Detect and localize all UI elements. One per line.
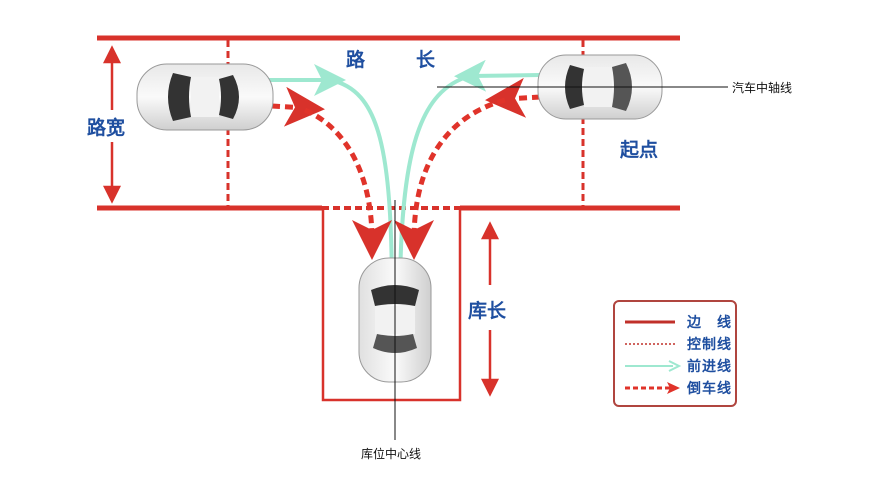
road-width-label: 路宽 (87, 113, 126, 140)
road-length-label-2: 长 (416, 49, 436, 71)
garage-center-line-label: 库位中心线 (361, 447, 422, 461)
legend-item-reverse-line: 倒车线 (623, 378, 733, 398)
car-axis-line-label: 汽车中轴线 (732, 81, 793, 95)
edge-lines (97, 35, 680, 402)
start-point-label: 起点 (620, 139, 659, 161)
car-left (136, 63, 274, 131)
garage-outline (321, 210, 462, 402)
dimension-arrows (102, 45, 500, 397)
reverse-paths (271, 77, 541, 260)
legend-item-forward-line: 前进线 (623, 356, 733, 376)
garage-length-label: 库长 (468, 296, 507, 323)
legend: 边 线 控制线 前进线 倒车线 (613, 300, 737, 407)
legend-item-edge-line: 边 线 (625, 315, 732, 331)
legend-item-control-line: 控制线 (625, 337, 732, 353)
road-length-label-1: 路 (346, 49, 366, 71)
